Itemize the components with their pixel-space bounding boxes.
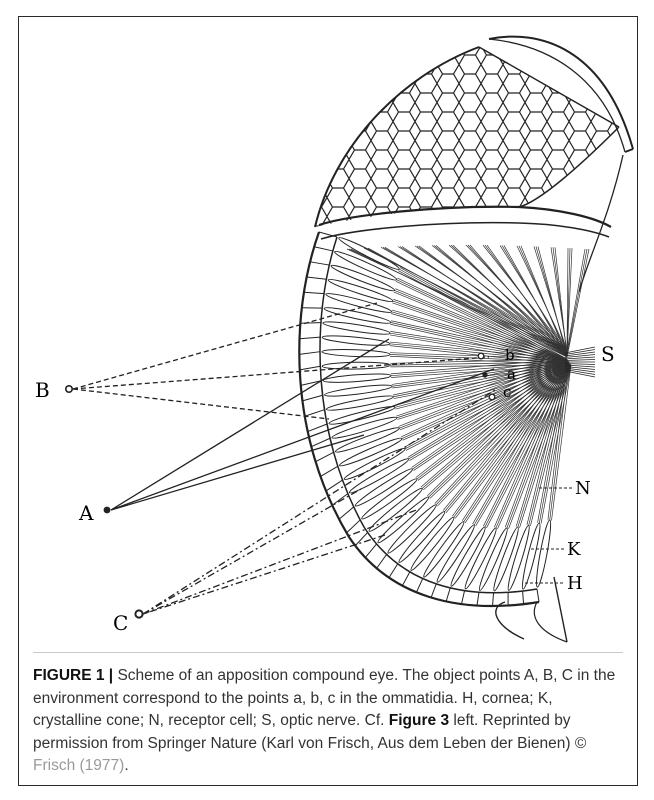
cornea-facet-divider [537, 589, 539, 602]
cornea-facet-divider [319, 232, 337, 237]
cornea-facet-divider [523, 591, 524, 604]
figure-frame: S b a c B A C N K H FIGURE 1 | Scheme of… [18, 16, 638, 786]
point-c [489, 394, 495, 400]
cornea-facet-divider [355, 532, 367, 545]
ommatidium-cone [477, 527, 510, 592]
cornea-facet-divider [461, 591, 464, 604]
label-K: K [567, 539, 581, 560]
cornea-facet-divider [416, 579, 422, 593]
optic-nerve-fiber [565, 360, 595, 361]
ommatidium-cone [323, 305, 391, 326]
figure-3-link[interactable]: Figure 3 [389, 712, 449, 729]
axon-line [567, 249, 587, 354]
object-point-A [104, 507, 111, 514]
cornea-facet-divider [477, 592, 479, 605]
ommatidium-cone [360, 476, 419, 521]
ommatidium-cone [322, 320, 390, 337]
lower-membrane [496, 577, 567, 642]
object-point-B [66, 386, 72, 392]
ommatidium-cone [462, 527, 499, 591]
ommatidium-cone [408, 515, 456, 572]
axon-line [567, 249, 589, 357]
ommatidium-cone [333, 249, 398, 283]
cornea-facet-divider [300, 323, 321, 324]
axon-line [408, 359, 567, 457]
cornea-facet-divider [320, 466, 337, 476]
label-B: B [35, 378, 50, 402]
ommatidium-cone [434, 523, 477, 584]
ommatidium-cone [421, 520, 466, 579]
cornea-facet-divider [305, 410, 325, 417]
axon-line [550, 362, 569, 520]
cornea-facet-divider [347, 520, 361, 533]
cornea-facet-divider [377, 554, 387, 568]
caption-divider [33, 652, 623, 653]
figure-caption: FIGURE 1 | Scheme of an apposition compo… [33, 665, 621, 778]
ommatidium-cone [328, 404, 396, 427]
cornea-facet-divider [307, 277, 327, 279]
cornea-facet-divider [365, 544, 376, 558]
cornea-facet-divider [302, 395, 322, 401]
cornea-facet-divider [326, 480, 343, 491]
cornea-facet-divider [316, 452, 334, 461]
cornea-facet-divider [308, 424, 327, 432]
label-S: S [601, 342, 615, 366]
ommatidium-cone [354, 466, 415, 509]
compound-eye-illustration: S b a c B A C N K H [19, 17, 636, 649]
label-H: H [567, 573, 583, 594]
cornea-facet-divider [389, 564, 398, 578]
label-b: b [505, 346, 515, 364]
ommatidium-cone [397, 509, 448, 564]
cornea-facet-divider [299, 352, 320, 355]
point-a [482, 372, 487, 377]
axon-line [395, 290, 569, 362]
leader-lines [525, 488, 572, 583]
ommatidium-cone [337, 235, 401, 272]
cornea-facet-divider [314, 247, 333, 251]
cornea-facet-divider [446, 588, 450, 602]
cornea-facet-divider [493, 593, 494, 606]
ommatidium-cone [376, 495, 431, 546]
axon-line [366, 248, 567, 354]
caption-text-3: . [124, 757, 128, 774]
cornea-facet-divider [304, 292, 324, 293]
cornea-facet-divider [431, 584, 436, 598]
figure-label: FIGURE 1 | [33, 667, 113, 684]
cornea-facet-divider [300, 337, 321, 339]
ommatidium-cone [386, 503, 439, 556]
cornea-facet-divider [310, 262, 329, 265]
label-c: c [503, 383, 511, 401]
label-a: a [507, 365, 516, 383]
object-point-C [135, 610, 142, 617]
ommatidium-cone [343, 446, 407, 482]
ommatidium-cone [334, 425, 400, 455]
ommatidium-cone [534, 520, 553, 588]
point-b [478, 353, 484, 359]
cornea-facet-divider [300, 366, 321, 370]
ommatidia-rays [299, 232, 595, 606]
citation-link[interactable]: Frisch (1977) [33, 757, 124, 774]
cornea-facet-divider [339, 507, 354, 519]
label-C: C [113, 611, 128, 635]
cornea-facet-divider [402, 572, 409, 586]
ommatidium-cone [322, 348, 390, 358]
label-N: N [575, 478, 591, 499]
label-A: A [78, 501, 94, 525]
